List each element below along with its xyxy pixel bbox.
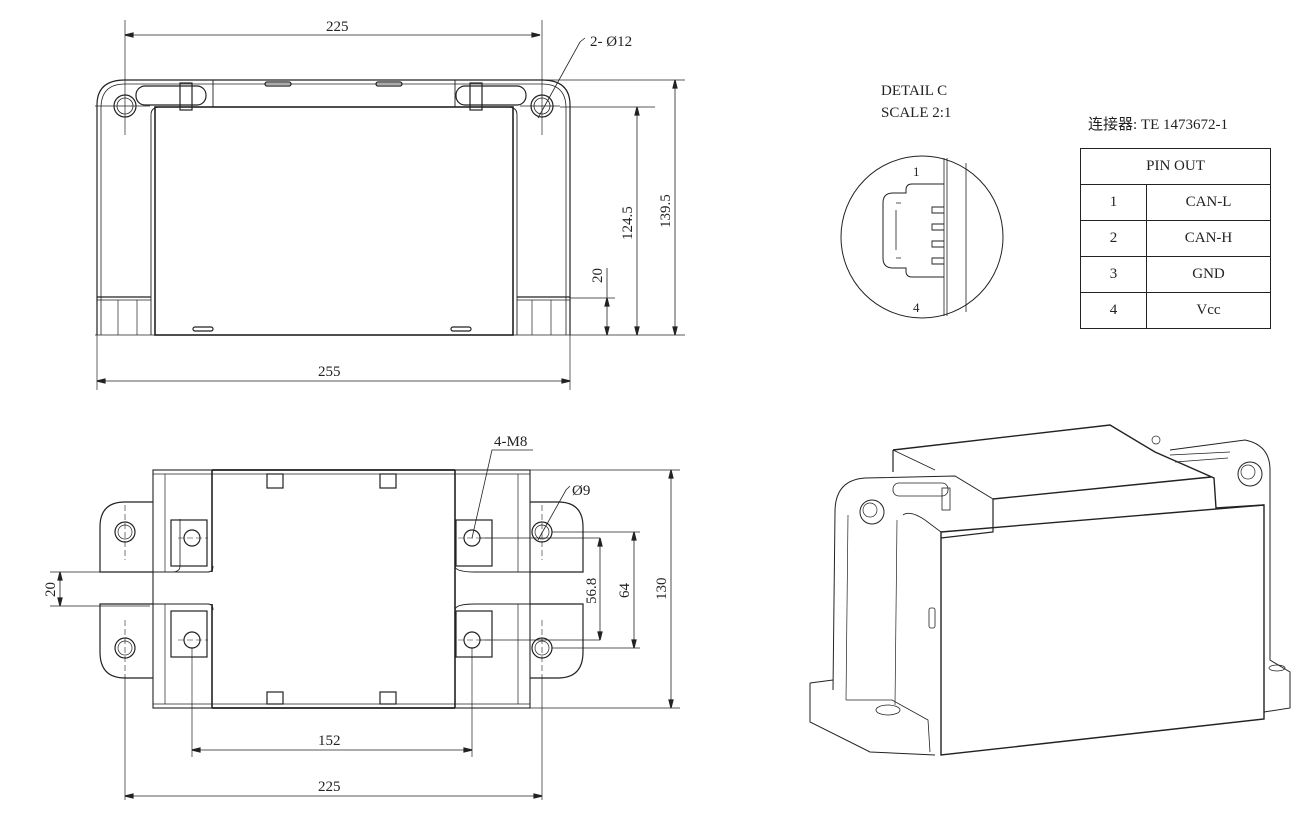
pin-number: 3	[1080, 256, 1147, 293]
pin-signal: CAN-H	[1146, 220, 1271, 257]
hole-callout-12: 2- Ø12	[590, 34, 632, 50]
dim-height-inner: 124.5	[620, 206, 636, 240]
connector-label: 连接器: TE 1473672-1	[1088, 117, 1228, 133]
dim-hole-spacing-inner: 56.8	[584, 578, 600, 604]
pin-signal: Vcc	[1146, 292, 1271, 329]
dim-top-width: 225	[326, 19, 349, 35]
pin-number: 4	[1080, 292, 1147, 329]
dim-hole-spacing-width: 225	[318, 779, 341, 795]
pin-signal: CAN-L	[1146, 184, 1271, 221]
pinout-header: PIN OUT	[1080, 148, 1271, 185]
pin-number: 2	[1080, 220, 1147, 257]
isometric-view	[809, 424, 1291, 756]
detail-title: DETAIL C	[881, 83, 948, 99]
thread-callout: 4-M8	[494, 434, 527, 450]
pin-number: 1	[1080, 184, 1147, 221]
hole-callout-9: Ø9	[572, 483, 590, 499]
bottom-view: 4-M8 Ø9 152 225 56.8 64 130 20	[43, 434, 680, 800]
detail-c-view: 1 4	[840, 155, 1004, 319]
dim-foot-height: 20	[590, 268, 606, 283]
dim-hole-spacing-outer: 64	[617, 583, 633, 599]
dim-thread-spacing: 152	[318, 733, 341, 749]
pin-signal: GND	[1146, 256, 1271, 293]
dim-height-outer: 139.5	[658, 194, 674, 228]
top-view: 225 2- Ø12 255 124.5 139.5 20	[95, 19, 685, 390]
pin-top-label: 1	[913, 164, 920, 179]
dim-total-height: 130	[654, 578, 670, 601]
dim-bottom-width: 255	[318, 364, 341, 380]
pin-bottom-label: 4	[913, 300, 920, 315]
detail-scale: SCALE 2:1	[881, 105, 952, 121]
dim-left-gap: 20	[43, 582, 59, 597]
